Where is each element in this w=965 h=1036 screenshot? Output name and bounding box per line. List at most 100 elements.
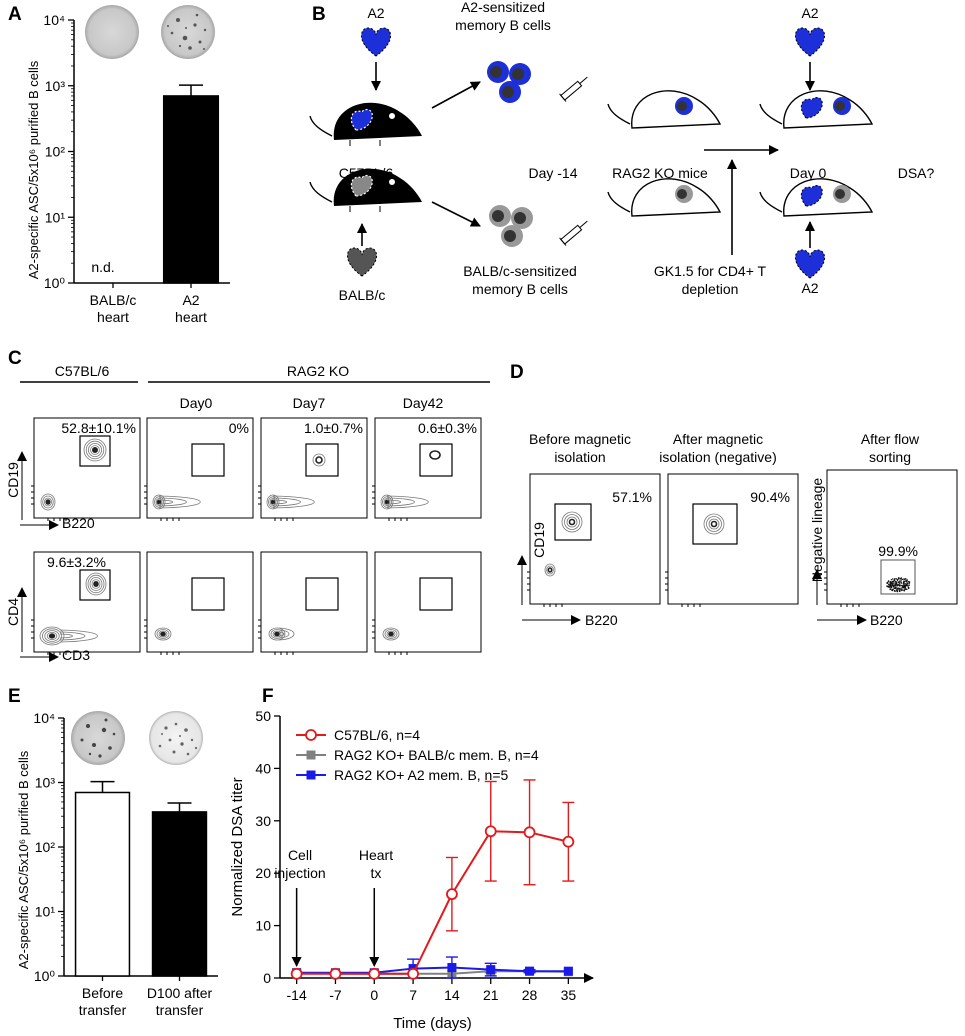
contour	[44, 497, 52, 507]
contour	[158, 497, 187, 507]
contour	[382, 496, 392, 508]
contour	[83, 438, 107, 462]
contour	[544, 563, 556, 577]
event-dot	[903, 586, 905, 588]
contour	[278, 629, 290, 639]
event-dot	[892, 588, 894, 590]
panel-c-flow: C57BL/6 RAG2 KO Day0 Day7 Day42 52.8±10.…	[5, 363, 490, 663]
c-day42: Day42	[403, 395, 444, 411]
flow-plot-after-sorting: 99.9%	[824, 469, 958, 607]
event-dot	[889, 583, 891, 585]
event-dot	[900, 588, 902, 591]
contour	[158, 499, 174, 505]
x-axis-label: Time (days)	[393, 1015, 472, 1032]
data-point	[290, 967, 303, 980]
d-title2-1: After magnetic	[673, 431, 763, 447]
panel-e-ylabel: A2-specific ASC/5x10⁶ purified B cells	[16, 750, 31, 969]
y-tick-label: 10⁴	[33, 710, 55, 726]
contour-core	[93, 448, 97, 452]
f-annot-heart-2: tx	[371, 865, 382, 881]
contour-core	[271, 500, 275, 504]
y-axis-label: Normalized DSA titer	[229, 777, 246, 916]
event-dot	[904, 585, 906, 587]
event-dot	[907, 582, 909, 584]
event-dot	[899, 580, 901, 582]
flow-plot-cd19-b220: 1.0±0.7%	[258, 417, 368, 521]
event-dot	[893, 579, 895, 581]
b-a2-top: A2	[367, 5, 384, 21]
panel-a-ylabel: A2-specific ASC/5x10⁶ purified B cells	[26, 60, 41, 279]
gate	[305, 577, 339, 611]
mouse-white-icon	[607, 90, 722, 129]
contour	[158, 495, 201, 509]
b-day-minus14: Day -14	[528, 165, 577, 181]
panel-a-chart: A2-specific ASC/5x10⁶ purified B cells n…	[26, 5, 215, 279]
event-dot	[896, 584, 898, 587]
legend-marker	[306, 770, 316, 780]
event-dot	[902, 587, 904, 589]
flow-plot-cd4-cd3	[258, 551, 368, 655]
y-tick-label: 10²	[45, 144, 66, 160]
contour	[382, 627, 400, 641]
event-dot	[900, 587, 902, 589]
event-dot	[891, 586, 893, 589]
contour	[155, 498, 163, 506]
event-dot	[895, 583, 897, 585]
contour	[85, 572, 107, 596]
legend-label: RAG2 KO+ BALB/c mem. B, n=4	[334, 747, 539, 763]
data-point	[329, 967, 342, 980]
event-dot	[907, 587, 910, 589]
event-dot	[902, 578, 904, 580]
contour	[92, 446, 99, 453]
gate-percentage: 1.0±0.7%	[304, 420, 363, 436]
panel-label-b: B	[312, 4, 326, 25]
event-dot	[905, 578, 907, 580]
event-dot	[902, 584, 904, 586]
event-dot	[897, 584, 899, 586]
event-dot	[896, 588, 899, 590]
event-dot	[903, 585, 905, 587]
event-dot	[898, 587, 901, 590]
gate	[191, 443, 225, 477]
panel-f-chart: Cell injection Heart tx	[274, 847, 393, 881]
contour	[386, 497, 415, 507]
event-dot	[889, 585, 891, 588]
mouse-black-icon	[309, 168, 422, 212]
event-dot	[903, 581, 905, 583]
elispot-well-balbc	[85, 5, 139, 59]
event-dot	[899, 585, 901, 587]
event-dot	[893, 587, 895, 590]
event-dot	[892, 584, 894, 586]
d-title3-2: sorting	[869, 449, 911, 465]
y-tick-label: 10	[255, 918, 271, 934]
contour	[270, 629, 284, 639]
event-dot	[887, 585, 889, 587]
panel-label-a: A	[8, 4, 22, 25]
panel-label-e: E	[8, 686, 21, 707]
b-gk15-1: GK1.5 for CD4+ T	[654, 263, 767, 279]
contour	[272, 497, 301, 507]
event-dot	[889, 581, 891, 583]
flow-plot-cd4-cd3	[144, 551, 254, 655]
event-dot	[899, 588, 901, 590]
series-line	[296, 966, 569, 974]
contour	[384, 629, 398, 639]
event-dot	[908, 587, 910, 590]
contour	[48, 633, 56, 639]
data-point	[368, 967, 381, 980]
b-memory-b-bottom: memory B cells	[472, 281, 568, 297]
b-memory-b-top: memory B cells	[455, 17, 551, 33]
contour	[93, 580, 99, 587]
plot-frame	[146, 551, 254, 653]
event-dot	[895, 578, 897, 580]
event-dot	[886, 582, 888, 584]
x-tick-label: D100 after	[147, 985, 213, 1001]
event-dot	[891, 589, 893, 592]
panel-label-d: D	[510, 362, 524, 383]
event-dot	[892, 586, 895, 588]
d-title1-2: isolation	[554, 449, 605, 465]
b-balbc-sensitized: BALB/c-sensitized	[463, 263, 577, 279]
contour	[564, 514, 580, 530]
